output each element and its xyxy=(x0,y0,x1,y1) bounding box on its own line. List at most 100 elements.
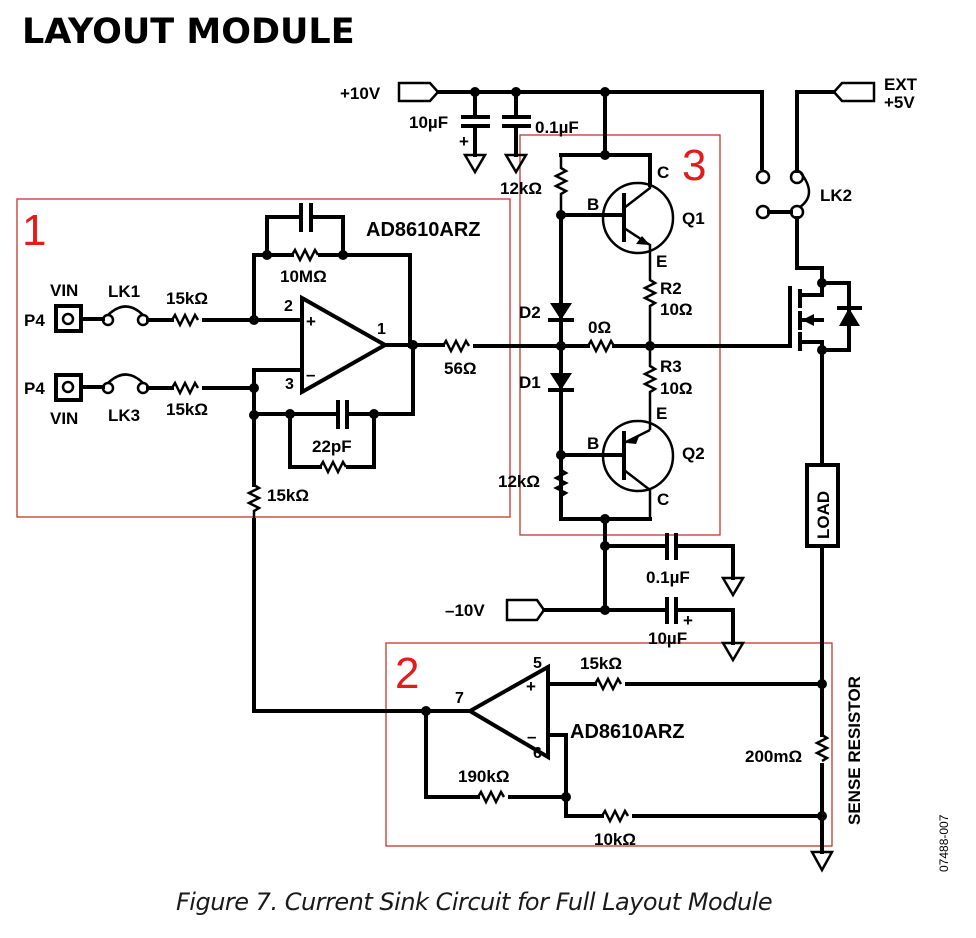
cap-polarity-plus: + xyxy=(459,132,469,151)
resistor-in2 xyxy=(170,380,200,396)
page-title: LAYOUT MODULE xyxy=(22,12,355,52)
opamp2-label: AD8610ARZ xyxy=(570,721,684,743)
region-number-2: 2 xyxy=(395,649,419,698)
vin-bottom-label: VIN xyxy=(50,409,78,428)
cap-pos-bulk xyxy=(461,90,490,175)
neg-supply-label: –10V xyxy=(445,601,485,620)
connector-p4-top xyxy=(54,304,83,333)
r-u2-in-label: 15kΩ xyxy=(580,654,622,673)
resistor-fb2 xyxy=(318,459,348,475)
q1-collector-wire xyxy=(559,90,652,187)
resistor-q2-bias xyxy=(553,455,569,519)
resistor-fb1 xyxy=(290,247,320,263)
resistor-u2-gnd xyxy=(600,808,630,824)
ground-symbol xyxy=(809,850,835,873)
resistor-zero-ohm xyxy=(586,338,616,354)
r-q2-bias-label: 12kΩ xyxy=(498,472,540,491)
opamp2-minus: – xyxy=(527,727,536,746)
d1-label: D1 xyxy=(519,373,541,392)
cap-neg-dec-label: 0.1µF xyxy=(646,568,690,587)
r-in1-label: 15kΩ xyxy=(166,289,208,308)
lk3-label: LK3 xyxy=(108,406,140,425)
opamp1-pin1: 1 xyxy=(377,321,386,338)
cap-fb1-wire xyxy=(265,215,345,257)
r2-value: 10Ω xyxy=(660,300,693,319)
resistor-u2-in xyxy=(593,676,623,692)
r-fb1-label: 10MΩ xyxy=(280,267,327,286)
ext-wire xyxy=(795,90,836,173)
feedback-wire-bottom xyxy=(252,343,415,416)
ext-supply-port xyxy=(832,81,876,103)
pos-supply-label: +10V xyxy=(340,84,381,103)
r-in2-label: 15kΩ xyxy=(166,400,208,419)
figure-code: 07488-007 xyxy=(937,814,951,872)
load-label: LOAD xyxy=(814,491,833,539)
q1-emitter-label: E xyxy=(656,252,667,271)
q1-name: Q1 xyxy=(682,209,705,228)
resistor-sense xyxy=(814,733,830,763)
q1-collector-label: C xyxy=(657,163,669,182)
vin-top-label: VIN xyxy=(50,281,78,300)
transistor-q1 xyxy=(601,160,675,270)
ext-label-2: +5V xyxy=(884,93,915,112)
q2-collector-label: C xyxy=(657,490,669,509)
lk2-terminal xyxy=(755,169,771,185)
region-box-1 xyxy=(16,198,511,518)
d2-label: D2 xyxy=(519,303,541,322)
pos-rail-wire xyxy=(436,90,764,170)
cap-pos-dec-label: 0.1µF xyxy=(535,118,579,137)
opamp2-pin6: 6 xyxy=(533,745,542,762)
jumper-lk3 xyxy=(101,373,150,395)
mosfet xyxy=(788,278,862,355)
figure-caption: Figure 7. Current Sink Circuit for Full … xyxy=(176,888,773,916)
p4-top-label: P4 xyxy=(24,311,45,330)
diode-d1 xyxy=(548,373,574,392)
r-out-label: 56Ω xyxy=(444,359,477,378)
cap-neg-bulk-label: 10µF xyxy=(648,629,687,648)
wire xyxy=(546,733,568,818)
q2-name: Q2 xyxy=(682,444,705,463)
cap-fb2 xyxy=(336,400,349,429)
lk2-label: LK2 xyxy=(820,186,852,205)
u2-feedback-wire xyxy=(424,709,568,799)
opamp1-pin2: 2 xyxy=(284,298,293,315)
u2-output-wire xyxy=(252,518,472,713)
ext-label-1: EXT xyxy=(884,75,918,94)
cap-pos-dec xyxy=(502,90,531,175)
cap-fb2-label: 22pF xyxy=(312,437,352,456)
resistor-to-u2 xyxy=(246,483,262,520)
opamp1-minus: – xyxy=(306,365,315,384)
resistor-q1-bias xyxy=(553,155,569,213)
opamp1-plus: + xyxy=(306,312,316,331)
jumper-lk1 xyxy=(101,305,150,327)
opamp2-pin7: 7 xyxy=(455,690,464,707)
resistor-r2 xyxy=(642,270,658,346)
r3-name: R3 xyxy=(660,357,682,376)
r-q1-bias-label: 12kΩ xyxy=(500,179,542,198)
neg-supply-port xyxy=(505,598,546,622)
p4-bottom-label: P4 xyxy=(24,379,45,398)
connector-p4-bottom xyxy=(54,373,83,402)
cap-fb1 xyxy=(299,203,313,232)
r-u2-fb-label: 190kΩ xyxy=(458,767,509,786)
opamp-2 xyxy=(465,663,550,761)
sense-resistor-label: SENSE RESISTOR xyxy=(845,676,864,825)
pos-supply-port xyxy=(397,81,440,103)
cap-neg-bulk xyxy=(603,597,746,663)
opamp2-pin5: 5 xyxy=(533,655,542,672)
region-box-3 xyxy=(519,134,721,536)
opamp1-label: AD8610ARZ xyxy=(366,219,480,241)
region-box-2 xyxy=(385,642,833,847)
feedback-wire-top xyxy=(252,253,412,348)
r3-value: 10Ω xyxy=(660,379,693,398)
resistor-out xyxy=(441,338,471,354)
r-to-u2-label: 15kΩ xyxy=(267,486,309,505)
opamp-1 xyxy=(300,294,390,396)
r-u2-gnd-label: 10kΩ xyxy=(594,830,636,849)
region-number-3: 3 xyxy=(682,141,706,190)
cap-pos-bulk-label: 10µF xyxy=(409,113,448,132)
resistor-in1 xyxy=(170,312,200,328)
lk1-label: LK1 xyxy=(108,282,140,301)
transistor-q2 xyxy=(601,419,675,519)
